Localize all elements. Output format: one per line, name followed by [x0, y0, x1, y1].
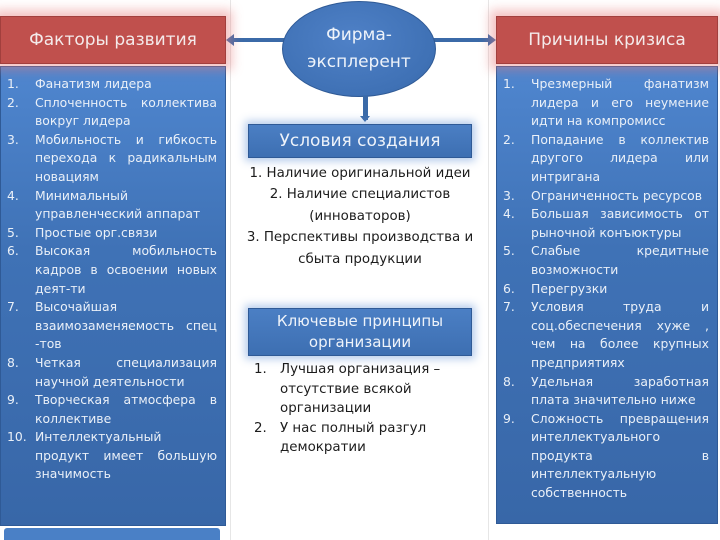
- left-divider-line: [230, 0, 231, 540]
- item-number: 8.: [503, 373, 515, 389]
- arrow-left-icon: [226, 34, 234, 46]
- list-item: 7. Высочайшая взаимозаменяемость спец -то…: [5, 298, 217, 354]
- item-text: Перегрузки: [531, 280, 608, 296]
- development-factors-list: 1. Фанатизм лидера 2. Сплоченность коллект…: [5, 75, 217, 484]
- list-item: 2. Сплоченность коллектива вокруг лидера: [5, 94, 217, 131]
- condition-item: 2. Наличие специалистов (инноваторов): [269, 187, 451, 224]
- list-item: 6. Высокая мобильность кадров в освоении …: [5, 242, 217, 298]
- item-number: 9.: [7, 392, 19, 408]
- item-number: 7.: [7, 299, 19, 315]
- item-number: 5.: [7, 224, 19, 240]
- item-text: Высокая мобильность кадров в освоении но…: [35, 243, 217, 296]
- creation-conditions-header: Условия создания: [248, 124, 472, 158]
- crisis-causes-list: 1. Чрезмерный фанатизм лидера и его неуме…: [501, 75, 709, 503]
- list-item: 1. Лучшая организация – отсутствие всякой…: [252, 360, 474, 419]
- item-text: Минимальный управленческий аппарат: [35, 187, 201, 222]
- list-item: 4. Минимальный управленческий аппарат: [5, 187, 217, 224]
- item-number: 5.: [503, 243, 515, 259]
- item-text: Удельная заработная плата значительно ни…: [531, 373, 709, 408]
- arrow-down-icon: [360, 116, 370, 122]
- item-text: Творческая атмосфера в коллективе: [35, 392, 217, 426]
- item-number: 3.: [503, 187, 515, 203]
- list-item: 5. Слабые кредитные возможности: [501, 242, 709, 279]
- crisis-causes-title: Причины кризиса: [528, 30, 686, 50]
- item-text: Слабые кредитные возможности: [531, 243, 709, 277]
- arrow-to-conditions: [363, 96, 368, 120]
- item-text: Простые орг.связи: [35, 224, 158, 240]
- key-principles-title-line2: организации: [308, 333, 412, 351]
- list-item: 5. Простые орг.связи: [5, 224, 217, 243]
- item-number: 4.: [503, 206, 515, 222]
- list-item: 7. Условия труда и соц.обеспечения хуже ,…: [501, 298, 709, 372]
- crisis-causes-header: Причины кризиса: [496, 16, 718, 64]
- key-principles-title-line1: Ключевые принципы: [276, 312, 444, 330]
- list-item: 2. У нас полный разгул демократии: [252, 419, 474, 458]
- item-number: 8.: [7, 354, 19, 370]
- key-principles-header: Ключевые принципы организации: [248, 308, 472, 356]
- item-text: Сплоченность коллектива вокруг лидера: [35, 94, 217, 129]
- item-number: 10.: [7, 429, 27, 445]
- firm-explerent-line2: эксплерент: [307, 52, 411, 72]
- left-bottom-strip: [4, 528, 220, 540]
- item-number: 4.: [7, 187, 19, 203]
- firm-explerent-node: Фирма- эксплерент: [282, 1, 436, 97]
- item-number: 6.: [503, 280, 515, 296]
- item-text: Лучшая организация – отсутствие всякой о…: [280, 362, 441, 416]
- item-text: Фанатизм лидера: [35, 76, 152, 91]
- item-number: 9.: [503, 410, 515, 426]
- item-text: У нас полный разгул демократии: [280, 420, 427, 456]
- list-item: 4. Большая зависимость от рыночной конъюк…: [501, 205, 709, 242]
- creation-conditions-title: Условия создания: [279, 131, 441, 151]
- item-number: 2.: [7, 94, 19, 110]
- creation-conditions-list: 1. Наличие оригинальной идеи 2. Наличие …: [246, 163, 474, 270]
- list-item: 2. Попадание в коллектив другого лидера и…: [501, 131, 709, 187]
- item-number: 3.: [7, 131, 19, 147]
- list-item: 3. Мобильность и гибкость перехода к ради…: [5, 131, 217, 187]
- item-text: Четкая специализация научной деятельност…: [35, 354, 217, 389]
- item-text: Условия труда и соц.обеспечения хуже , ч…: [531, 299, 709, 370]
- condition-item: 1. Наличие оригинальной идеи: [249, 166, 471, 181]
- firm-explerent-line1: Фирма-: [326, 25, 392, 45]
- item-text: Интеллектуальный продукт имеет большую з…: [35, 429, 217, 482]
- arrow-to-factors: [232, 38, 284, 42]
- condition-item: 3. Перспективы производства и сбыта прод…: [246, 230, 474, 267]
- list-item: 3. Ограниченность ресурсов: [501, 187, 709, 206]
- item-text: Попадание в коллектив другого лидера или…: [531, 131, 709, 184]
- item-number: 2.: [503, 131, 515, 147]
- arrow-right-icon: [488, 34, 496, 46]
- item-number: 1.: [503, 76, 515, 91]
- key-principles-list: 1. Лучшая организация – отсутствие всякой…: [252, 360, 474, 458]
- item-number: 2.: [254, 420, 267, 436]
- crisis-causes-column: Причины кризиса 1. Чрезмерный фанатизм ли…: [496, 16, 718, 524]
- list-item: 6. Перегрузки: [501, 280, 709, 299]
- item-text: Большая зависимость от рыночной конъюкту…: [531, 206, 709, 240]
- arrow-to-crisis: [434, 38, 488, 42]
- item-number: 1.: [254, 362, 267, 377]
- list-item: 8. Удельная заработная плата значительно …: [501, 373, 709, 410]
- list-item: 9. Сложность превращения интеллектуальног…: [501, 410, 709, 503]
- item-text: Ограниченность ресурсов: [531, 187, 703, 203]
- item-number: 7.: [503, 299, 515, 315]
- item-text: Высочайшая взаимозаменяемость спец -тов: [35, 299, 217, 352]
- item-text: Чрезмерный фанатизм лидера и его неумени…: [531, 76, 709, 129]
- list-item: 8. Четкая специализация научной деятельно…: [5, 354, 217, 391]
- list-item: 10. Интеллектуальный продукт имеет большу…: [5, 428, 217, 484]
- development-factors-header: Факторы развития: [0, 16, 226, 64]
- development-factors-column: Факторы развития 1. Фанатизм лидера 2. Спл…: [0, 16, 226, 526]
- list-item: 1. Фанатизм лидера: [5, 75, 217, 94]
- development-factors-title: Факторы развития: [29, 30, 197, 50]
- item-text: Сложность превращения интеллектуального …: [531, 410, 709, 501]
- crisis-causes-panel: 1. Чрезмерный фанатизм лидера и его неуме…: [496, 66, 718, 524]
- item-number: 6.: [7, 243, 19, 259]
- list-item: 9. Творческая атмосфера в коллективе: [5, 391, 217, 428]
- right-divider-line: [488, 0, 489, 540]
- item-text: Мобильность и гибкость перехода к радика…: [35, 131, 217, 184]
- item-number: 1.: [7, 76, 19, 91]
- list-item: 1. Чрезмерный фанатизм лидера и его неуме…: [501, 75, 709, 131]
- development-factors-panel: 1. Фанатизм лидера 2. Сплоченность коллект…: [0, 66, 226, 526]
